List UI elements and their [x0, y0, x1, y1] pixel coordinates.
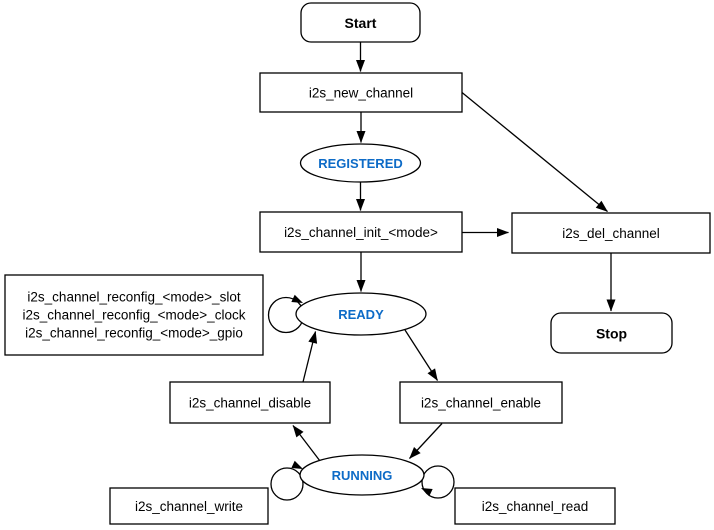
node-new-channel: i2s_new_channel — [259, 72, 463, 113]
self-loop-running-right-arrowhead — [421, 488, 433, 497]
edge-running-disable — [292, 425, 321, 462]
node-stop: Stop — [550, 312, 673, 354]
self-loop-ready-arrowhead — [291, 294, 303, 303]
node-reconfig-line-gpio: i2s_channel_reconfig_<mode>_gpio — [25, 326, 243, 341]
node-new-channel-label: i2s_new_channel — [309, 86, 413, 101]
node-write: i2s_channel_write — [109, 487, 269, 525]
node-enable-label: i2s_channel_enable — [421, 396, 541, 411]
node-reconfig: i2s_channel_reconfig_<mode>_slot i2s_cha… — [4, 274, 264, 356]
node-reconfig-line-slot: i2s_channel_reconfig_<mode>_slot — [27, 290, 240, 305]
node-stop-label: Stop — [596, 326, 627, 342]
node-registered-label: REGISTERED — [318, 156, 403, 171]
node-disable-label: i2s_channel_disable — [189, 396, 311, 411]
edge-ready-enable — [404, 329, 439, 381]
node-running-label: RUNNING — [332, 468, 393, 483]
node-disable: i2s_channel_disable — [169, 381, 331, 424]
node-init: i2s_channel_init_<mode> — [259, 211, 463, 253]
edge-new-channel-del-channel — [461, 91, 608, 213]
node-enable: i2s_channel_enable — [399, 381, 563, 424]
node-read-label: i2s_channel_read — [482, 499, 589, 514]
node-ready: READY — [295, 292, 427, 336]
node-del-channel-label: i2s_del_channel — [562, 226, 660, 241]
node-write-label: i2s_channel_write — [135, 499, 243, 514]
node-read: i2s_channel_read — [454, 487, 616, 525]
node-start-label: Start — [345, 15, 377, 31]
self-loop-running-left — [270, 467, 304, 501]
node-start: Start — [300, 2, 421, 43]
node-init-label: i2s_channel_init_<mode> — [284, 225, 438, 240]
node-running: RUNNING — [299, 454, 425, 496]
node-reconfig-line-clock: i2s_channel_reconfig_<mode>_clock — [23, 308, 246, 323]
node-del-channel: i2s_del_channel — [511, 212, 711, 254]
self-loop-running-left-arrowhead — [291, 460, 303, 469]
node-registered: REGISTERED — [299, 143, 422, 183]
edge-disable-ready — [302, 331, 318, 383]
self-loop-running-right — [421, 465, 455, 499]
node-ready-label: READY — [338, 307, 384, 322]
edge-enable-running — [409, 423, 443, 459]
